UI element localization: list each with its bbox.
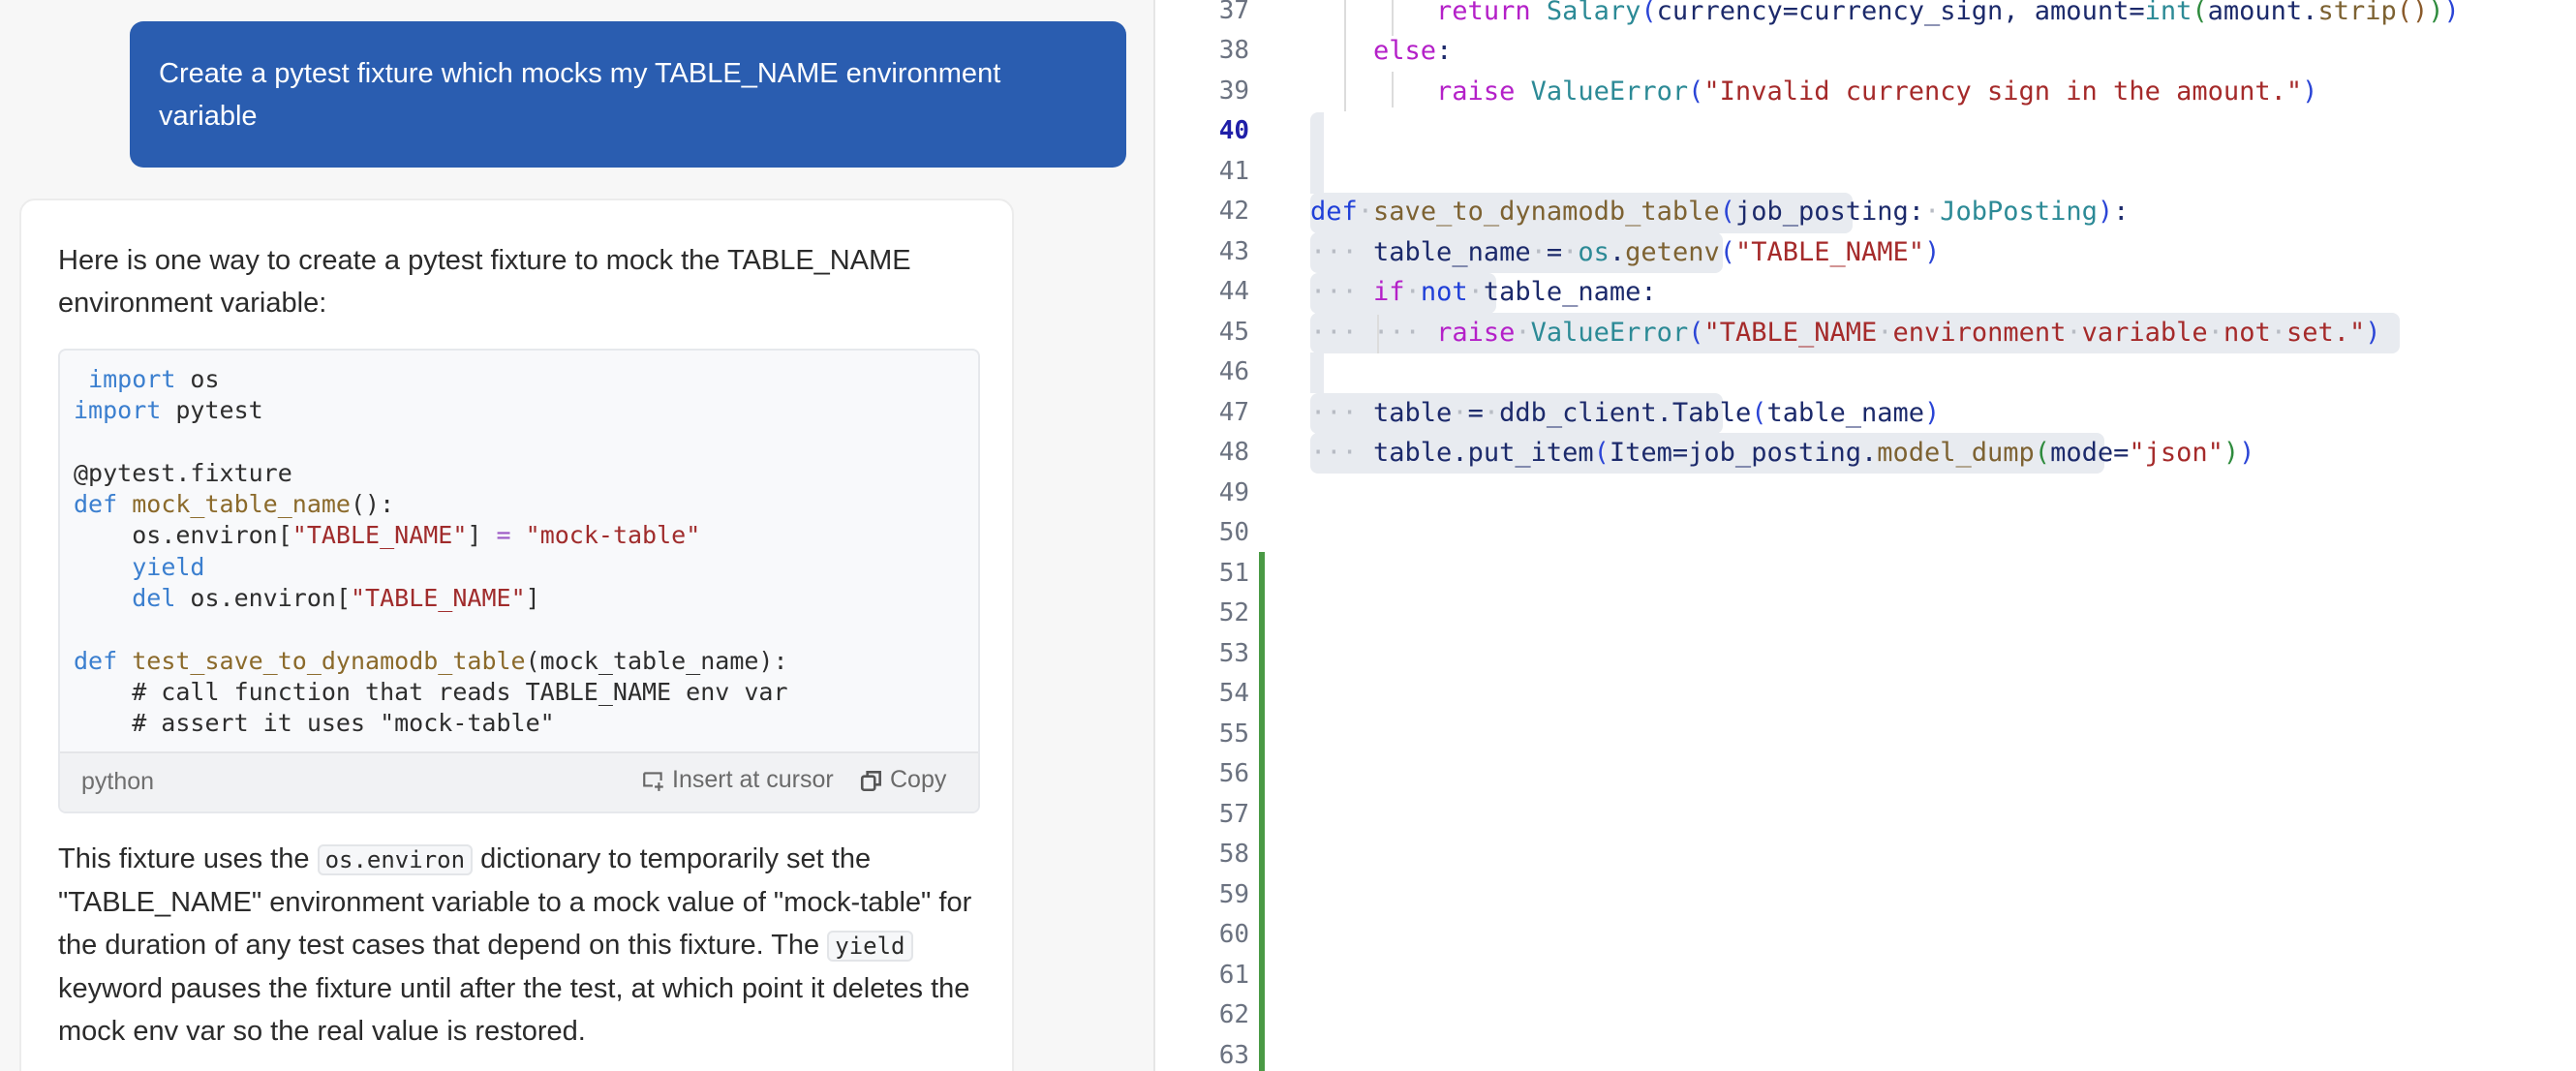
indent-guide	[1377, 315, 1379, 353]
line-number: 55	[1218, 719, 1249, 749]
code-line-37[interactable]: return Salary(currency=currency_sign, am…	[1436, 0, 2460, 26]
user-message-text: Create a pytest fixture which mocks my T…	[159, 58, 1001, 132]
code-line-47[interactable]: ··· table·=·ddb_client.Table(table_name)	[1310, 398, 1941, 428]
code-language-label: python	[81, 768, 155, 795]
line-number: 47	[1218, 398, 1249, 427]
code-line-39[interactable]: raise ValueError("Invalid currency sign …	[1436, 76, 2318, 107]
selection-highlight	[1310, 193, 1853, 233]
explanation-part-3: keyword pauses the fixture until after t…	[58, 973, 970, 1047]
user-message-bubble: Create a pytest fixture which mocks my T…	[130, 21, 1126, 168]
code-line-11: # call function that reads TABLE_NAME en…	[74, 677, 788, 706]
line-number: 63	[1218, 1041, 1249, 1070]
selection-highlight	[1310, 112, 1324, 194]
assistant-intro-text: Here is one way to create a pytest fixtu…	[58, 245, 911, 319]
code-block-footer: python Insert at cursor Copy	[60, 751, 978, 811]
line-number: 51	[1218, 559, 1249, 588]
code-line-38[interactable]: else:	[1373, 36, 1453, 66]
code-line-2: import pytest	[74, 396, 263, 425]
line-number: 41	[1218, 157, 1249, 186]
selection-highlight	[1310, 313, 2400, 353]
line-number: 39	[1218, 76, 1249, 106]
code-line-12: # assert it uses "mock-table"	[74, 709, 555, 738]
code-line-6: os.environ["TABLE_NAME"] = "mock-table"	[74, 521, 701, 550]
code-block-body[interactable]: import os import pytest @pytest.fixture …	[60, 351, 978, 755]
insert-at-cursor-label: Insert at cursor	[672, 766, 834, 793]
line-number: 49	[1218, 478, 1249, 507]
line-number: 50	[1218, 518, 1249, 547]
line-number: 61	[1218, 961, 1249, 990]
code-block: import os import pytest @pytest.fixture …	[58, 349, 980, 813]
line-number: 37	[1218, 0, 1249, 25]
line-number: 44	[1218, 277, 1249, 306]
explanation-part-2: dictionary to temporarily set the "TABLE…	[58, 843, 972, 961]
code-line-44[interactable]: ··· if·not·table_name:	[1310, 277, 1657, 307]
line-number: 54	[1218, 679, 1249, 708]
line-number: 38	[1218, 36, 1249, 65]
code-line-48[interactable]: ··· table.put_item(Item=job_posting.mode…	[1310, 438, 2255, 468]
copy-icon	[860, 770, 881, 791]
line-number: 57	[1218, 800, 1249, 829]
line-number: 56	[1218, 759, 1249, 788]
line-number: 45	[1218, 318, 1249, 347]
line-number: 60	[1218, 920, 1249, 949]
inline-code-os-environ: os.environ	[317, 844, 474, 875]
assistant-response-card: Here is one way to create a pytest fixtu…	[19, 199, 1014, 1071]
indent-guide	[1392, 0, 1394, 36]
code-line-10: def test_save_to_dynamodb_table(mock_tab…	[74, 646, 788, 675]
code-line-42[interactable]: def·save_to_dynamodb_table(job_posting:·…	[1310, 197, 2130, 227]
line-number: 53	[1218, 639, 1249, 668]
line-number: 58	[1218, 840, 1249, 869]
code-line-7: yield	[132, 552, 205, 581]
explanation-part-1: This fixture uses the	[58, 843, 318, 874]
indent-guide	[1344, 0, 1346, 111]
code-line-4: @pytest.fixture	[74, 458, 292, 487]
insert-at-cursor-icon	[643, 771, 663, 791]
chat-panel: Create a pytest fixture which mocks my T…	[0, 0, 1155, 1071]
selection-highlight	[1310, 433, 2104, 474]
line-number: 59	[1218, 880, 1249, 909]
added-lines-indicator	[1259, 552, 1265, 1071]
selection-highlight	[1310, 232, 1723, 273]
code-line-8: del os.environ["TABLE_NAME"]	[132, 584, 540, 613]
insert-at-cursor-button[interactable]: Insert at cursor	[641, 766, 834, 794]
line-number: 52	[1218, 598, 1249, 627]
line-number: 46	[1218, 357, 1249, 386]
code-line-45[interactable]: ··· ··· raise·ValueError("TABLE_NAME·env…	[1310, 318, 2381, 348]
indent-guide	[1392, 72, 1394, 107]
code-editor[interactable]: 37 38 39 40 41 42 43 44 45 46 47 48 49 5…	[1155, 0, 2576, 1071]
code-line-43[interactable]: ··· table_name·=·os.getenv("TABLE_NAME")	[1310, 237, 1941, 267]
copy-label: Copy	[890, 766, 947, 793]
selection-highlight	[1310, 273, 1496, 314]
copy-button[interactable]: Copy	[859, 766, 946, 794]
line-number-current: 40	[1218, 116, 1249, 145]
code-line-5: def mock_table_name():	[74, 490, 395, 519]
line-number: 62	[1218, 1000, 1249, 1029]
line-number: 43	[1218, 237, 1249, 266]
selection-highlight	[1310, 352, 1324, 393]
line-number: 48	[1218, 438, 1249, 467]
line-number: 42	[1218, 197, 1249, 226]
code-line-1: import os	[88, 365, 220, 393]
assistant-explanation-text: This fixture uses the os.environ diction…	[58, 838, 988, 1053]
inline-code-yield: yield	[827, 931, 913, 962]
selection-highlight	[1310, 393, 1723, 434]
